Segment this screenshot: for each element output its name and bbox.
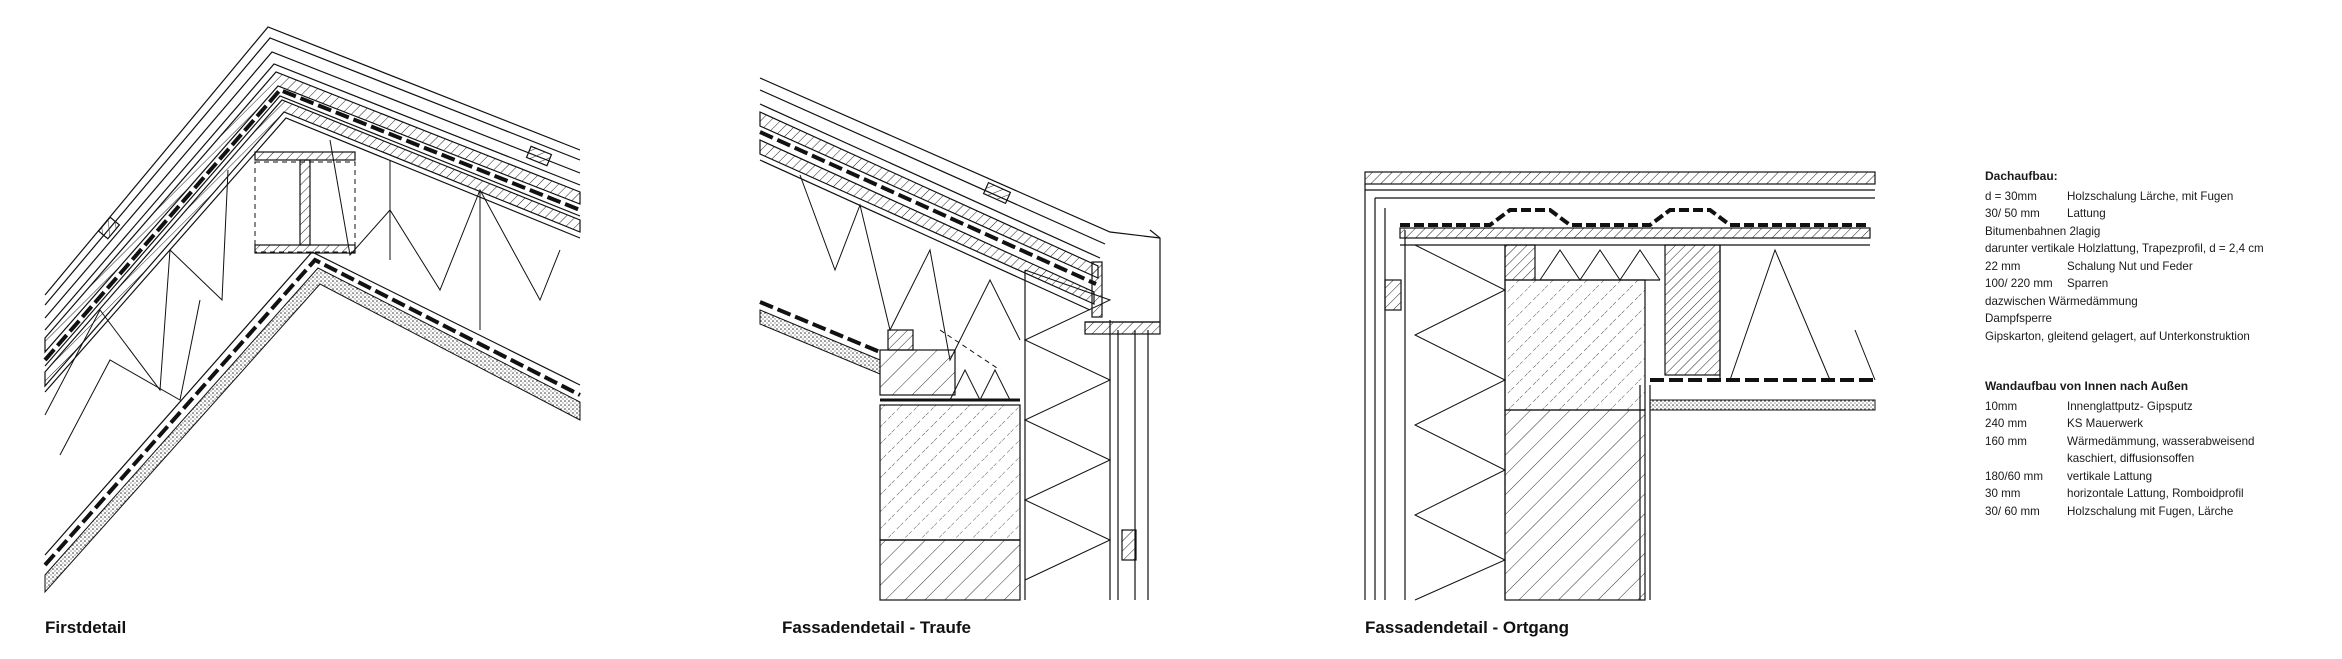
dach-note: Dampfsperre — [1985, 312, 2053, 325]
title-firstdetail: Firstdetail — [45, 618, 127, 637]
title-traufe: Fassadendetail - Traufe — [782, 618, 971, 637]
title-ortgang: Fassadendetail - Ortgang — [1365, 618, 1570, 637]
traufe-drawing — [759, 77, 1161, 601]
ortgang-drawing — [1364, 171, 1876, 601]
dach-note: Gipskarton, gleitend gelagert, auf Unter… — [1985, 329, 2250, 343]
dach-note: Bitumenbahnen 2lagig — [1985, 224, 2101, 238]
dach-note: darunter vertikale Holzlattung, Trapezpr… — [1985, 242, 2264, 255]
dach-heading: Dachaufbau: — [1985, 169, 2058, 183]
firstdetail-drawing — [43, 26, 581, 594]
wand-heading: Wandaufbau von Innen nach Außen — [1985, 379, 2189, 393]
dach-note: dazwischen Wärmedämmung — [1985, 294, 2138, 308]
